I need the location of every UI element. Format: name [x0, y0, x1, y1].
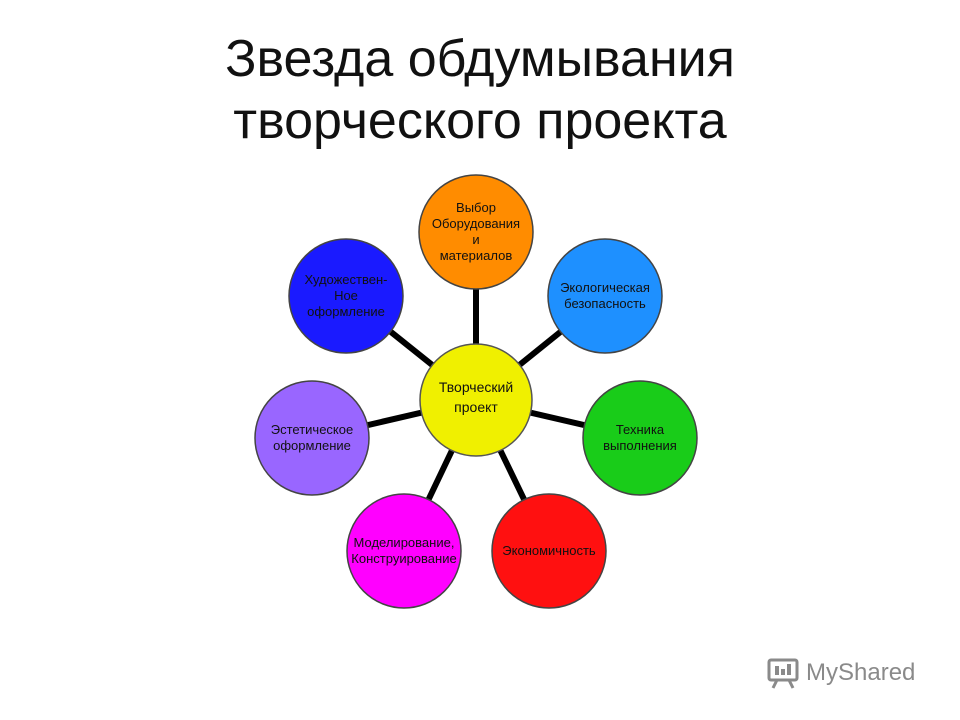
- node-modeling: Моделирование,Конструирование: [346, 493, 462, 609]
- node-technique-label-line: Техника: [616, 422, 665, 437]
- node-economy-label-line: Экономичность: [502, 543, 596, 558]
- watermark-text: MyShared: [806, 659, 916, 686]
- center-label: Творческий проект: [439, 379, 513, 415]
- title-line-2: творческого проекта: [233, 92, 727, 150]
- title-line-1: Звезда обдумывания: [225, 30, 735, 88]
- node-aesthetic-label-line: оформление: [273, 438, 351, 453]
- node-equipment-label-line: материалов: [440, 248, 513, 263]
- node-equipment-label-line: Выбор: [456, 200, 496, 215]
- node-aesthetic-label-line: Эстетическое: [271, 422, 353, 437]
- node-technique-label-line: выполнения: [603, 438, 677, 453]
- node-ecology-circle: [547, 238, 663, 354]
- node-ecology-label-line: Экологическая: [560, 280, 650, 295]
- node-modeling-label-line: Моделирование,: [354, 535, 455, 550]
- node-equipment-label-line: Оборудования: [432, 216, 520, 231]
- node-equipment-circle: [418, 174, 534, 290]
- center-circle: [419, 343, 533, 457]
- node-economy-circle: [491, 493, 607, 609]
- node-modeling-circle: [346, 493, 462, 609]
- node-ecology-label-line: безопасность: [564, 296, 646, 311]
- center-label-line: Творческий: [439, 379, 513, 395]
- node-economy: Экономичность: [491, 493, 607, 609]
- node-aesthetic-circle: [254, 380, 370, 496]
- node-modeling-label: Моделирование,Конструирование: [351, 535, 456, 566]
- projector-icon: [767, 658, 799, 689]
- watermark: MyShared: [766, 656, 915, 690]
- node-artistic-label-line: Ное: [334, 288, 358, 303]
- node-artistic-circle: [288, 238, 404, 354]
- node-artistic-label-line: оформление: [307, 304, 385, 319]
- node-equipment-label-line: и: [472, 232, 479, 247]
- node-modeling-label-line: Конструирование: [351, 551, 456, 566]
- node-technique-circle: [582, 380, 698, 496]
- node-economy-label: Экономичность: [502, 543, 596, 558]
- center-node: Творческий проект: [419, 343, 533, 457]
- center-label-line: проект: [454, 399, 498, 415]
- slide-title: Звезда обдумывания творческого проекта: [0, 28, 960, 152]
- node-artistic-label-line: Художествен-: [304, 272, 387, 287]
